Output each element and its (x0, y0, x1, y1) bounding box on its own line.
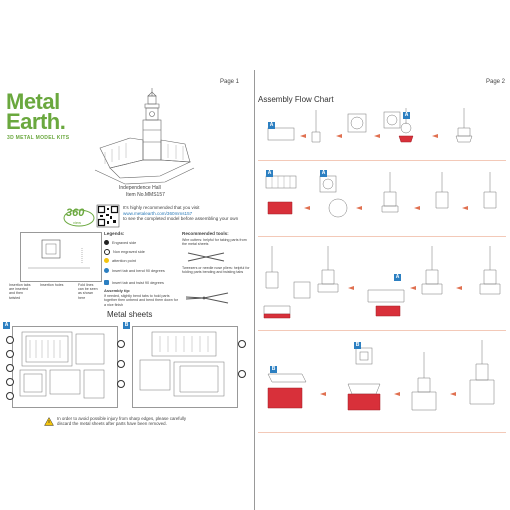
legend-bend: Insert tab and bend 90 degrees (104, 268, 165, 273)
page-divider (254, 70, 255, 510)
part-marker (6, 378, 14, 386)
legend-attention: attention point (104, 258, 136, 263)
tools-title: Recommended tools: (182, 231, 229, 236)
model-illustration (94, 88, 195, 185)
flow-chart-title: Assembly Flow Chart (258, 95, 334, 104)
part-marker (6, 392, 14, 400)
step-badge-a: A (394, 274, 401, 281)
part-marker (117, 360, 125, 368)
part-marker (6, 336, 14, 344)
non-engraved-icon (104, 249, 110, 255)
row-divider (258, 236, 506, 237)
legend-engraved: Engraved side (104, 240, 136, 245)
assembly-tip-text: If needed, slightly bend tabs to hold pa… (104, 294, 178, 307)
pliers-icon (185, 292, 229, 304)
flow-row-4 (267, 340, 495, 411)
sheet-b-parts (139, 331, 225, 397)
brand-logo: Metal Earth. (6, 89, 66, 134)
instructions-link[interactable]: www.metalearth.com/360mms157 (123, 210, 193, 216)
insertion-tabs-label: Insertion tabs are inserted and then twi… (9, 283, 31, 300)
legend-twist: Insert tab and twist 90 degrees (104, 280, 164, 285)
metal-sheet-b (132, 326, 238, 408)
part-marker (238, 370, 246, 378)
flow-row-1 (267, 108, 473, 143)
qr-code[interactable] (96, 204, 120, 228)
assembly-tip-title: Assembly tip: (104, 288, 131, 293)
page-2: Page 2 Assembly Flow Chart A A A (256, 0, 510, 510)
badge-360-icon (63, 209, 95, 227)
instructions-text: It's highly recommended that you visit w… (123, 205, 253, 222)
step-badge-a: A (403, 112, 410, 119)
flow-row-2 (265, 172, 497, 218)
sheet-b-badge: B (123, 322, 130, 329)
part-marker (117, 380, 125, 388)
wire-cutters-icon (187, 252, 225, 262)
brand-tagline: 3D METAL MODEL KITS (7, 135, 70, 141)
legend-non-engraved: Non engraved side (104, 249, 145, 255)
tools-text-cutters: Wire cutters: helpful for taking parts f… (182, 238, 247, 247)
page-1: Page 1 Metal Earth. 3D METAL MODEL KITS (0, 0, 254, 510)
sheet-a-parts (19, 331, 105, 399)
warning-icon (44, 416, 54, 426)
metal-sheets-title: Metal sheets (107, 310, 153, 319)
engraved-side-icon (104, 240, 109, 245)
row-divider (258, 330, 506, 331)
tab-diagram-box (20, 232, 102, 282)
step-badge-b: B (354, 342, 361, 349)
part-marker (6, 350, 14, 358)
page-number: Page 1 (220, 79, 240, 85)
step-badge-b: B (270, 366, 277, 373)
badge-360: 360 view (62, 205, 96, 229)
tab-diagram (28, 239, 90, 269)
row-divider (258, 160, 506, 161)
twist-90-icon (104, 280, 109, 285)
row-divider (258, 432, 506, 433)
flow-row-3 (263, 246, 501, 319)
item-number: Item No.MMS157 (126, 192, 165, 198)
bend-90-icon (104, 268, 109, 273)
part-marker (117, 340, 125, 348)
model-name: Independence Hall (119, 185, 161, 191)
step-badge-a: A (268, 122, 275, 129)
warning-text: In order to avoid possible injury from s… (57, 416, 187, 427)
fold-lines-label: Fold lines can be seen as shown here (78, 283, 98, 300)
step-badge-a: A (320, 170, 327, 177)
part-marker (6, 364, 14, 372)
sheet-a-badge: A (3, 322, 10, 329)
page-number: Page 2 (486, 79, 506, 85)
step-badge-a: A (266, 170, 273, 177)
tools-text-pliers: Tweezers or needle nose pliers: helpful … (182, 266, 250, 275)
legends-title: Legends: (104, 231, 125, 236)
attention-icon (104, 258, 109, 263)
part-marker (238, 340, 246, 348)
insertion-holes-label: Insertion holes (40, 283, 64, 287)
